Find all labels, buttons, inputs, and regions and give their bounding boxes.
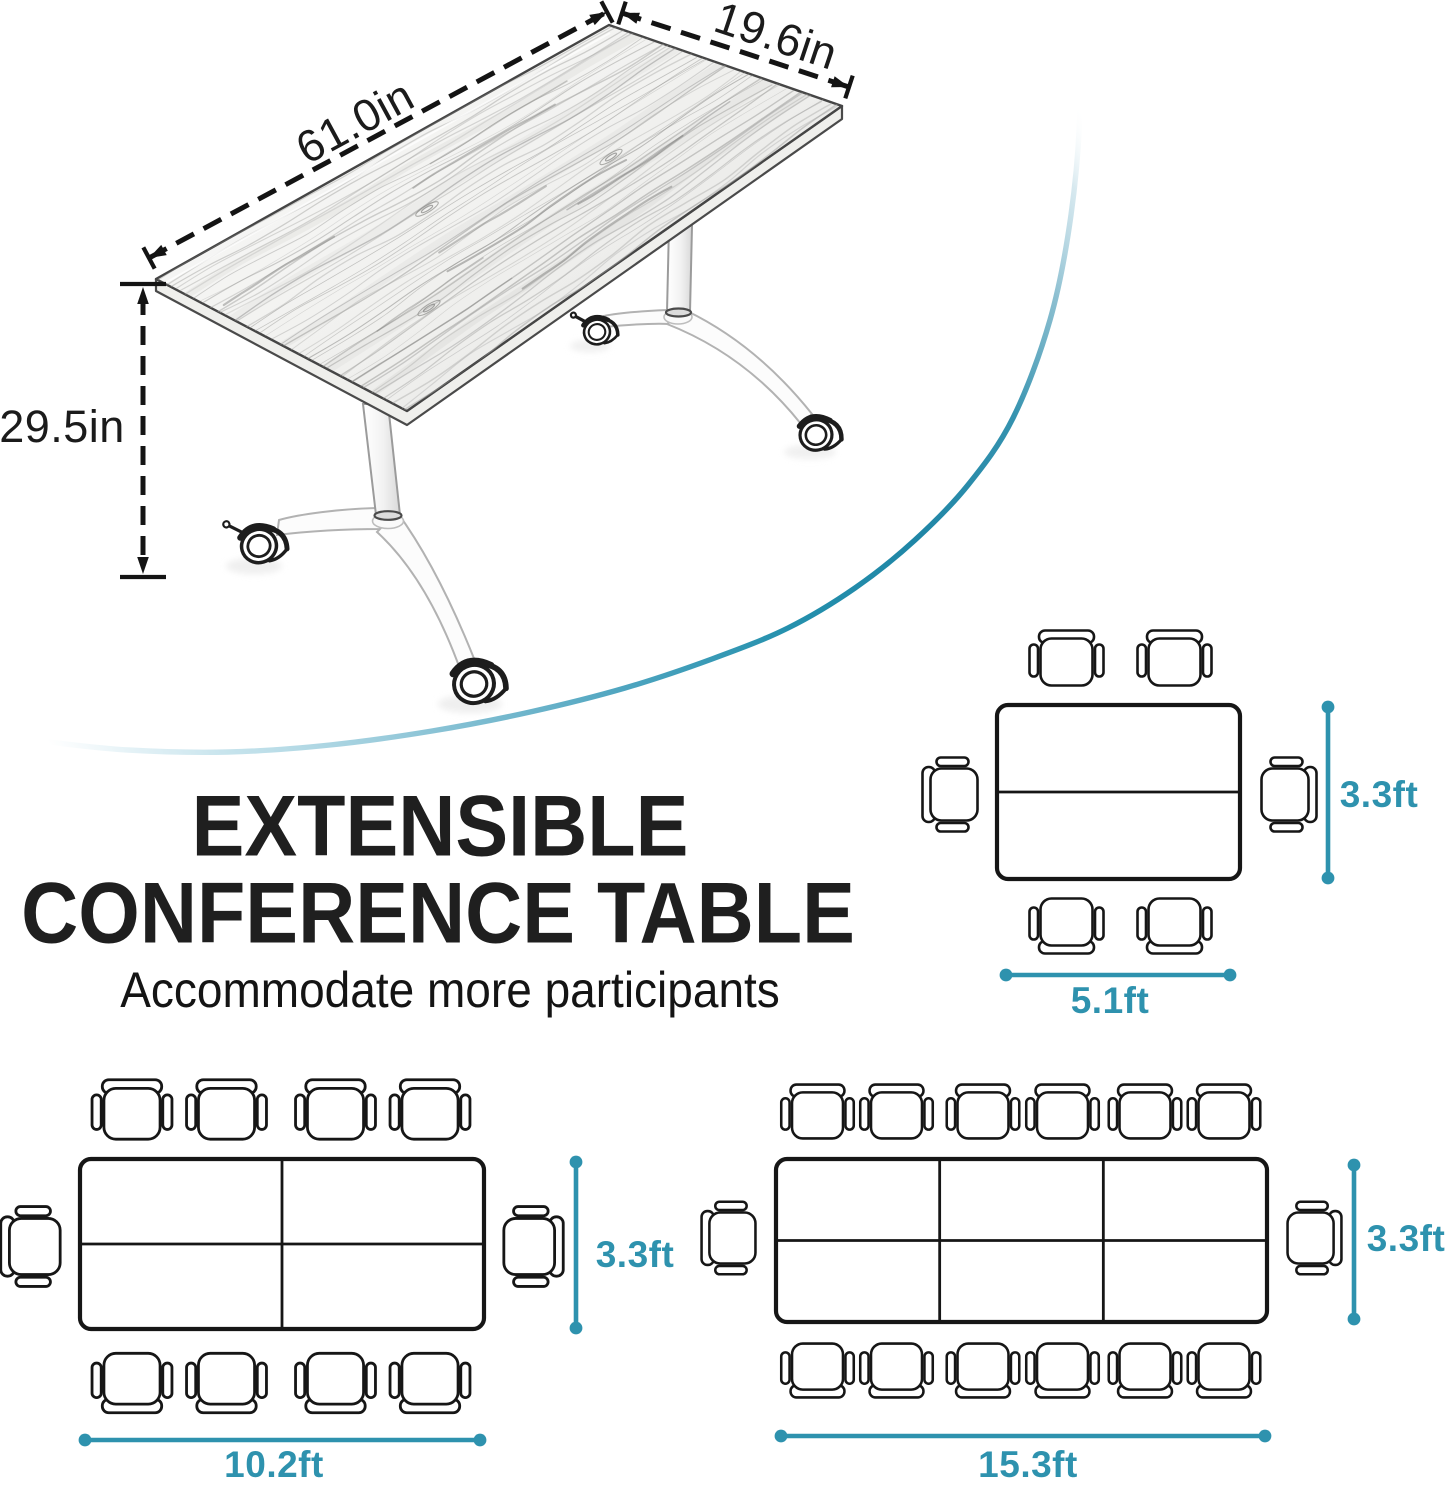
chair-top xyxy=(90,1078,174,1141)
layout-diagram-6-seats xyxy=(921,629,1335,982)
table-leg-far xyxy=(569,225,844,452)
chair-bottom xyxy=(1136,897,1213,955)
height-label: 29.5in xyxy=(0,401,125,452)
chair-top xyxy=(945,1083,1021,1140)
chair-top xyxy=(1136,629,1213,687)
table-leg-near xyxy=(222,403,509,706)
chair-bottom xyxy=(858,1342,935,1399)
chair-bottom xyxy=(1028,897,1105,955)
layout10-depth-label: 3.3ft xyxy=(595,1234,675,1275)
layout14-width-label: 15.3ft xyxy=(978,1444,1078,1485)
dim-line-length xyxy=(141,0,615,270)
chair-bottom xyxy=(185,1351,268,1415)
tabletop xyxy=(154,23,844,427)
chair-top xyxy=(858,1083,935,1140)
width-dim-line xyxy=(999,968,1237,982)
wood-grain xyxy=(157,26,840,411)
width-dim-line xyxy=(78,1433,487,1447)
chair-top xyxy=(779,1083,856,1140)
chair-right xyxy=(502,1205,565,1288)
chair-bottom xyxy=(294,1351,377,1415)
depth-dim-line xyxy=(1347,1158,1361,1326)
caster-wheel xyxy=(796,414,844,452)
layout6-width-label: 5.1ft xyxy=(1070,980,1150,1021)
layout6-depth-label: 3.3ft xyxy=(1339,774,1419,815)
chair-bottom xyxy=(90,1351,174,1415)
subtitle: Accommodate more participants xyxy=(120,962,780,1018)
layout-diagram-14-seats xyxy=(700,1083,1361,1443)
chair-bottom xyxy=(1107,1342,1183,1399)
layout10-width-label: 10.2ft xyxy=(224,1444,324,1485)
width-dim-line xyxy=(774,1429,1272,1443)
chair-right xyxy=(1286,1200,1343,1276)
layout-table-14 xyxy=(773,1156,1270,1325)
chair-top xyxy=(1107,1083,1183,1140)
caster-wheel xyxy=(222,520,290,565)
layout-diagram-10-seats xyxy=(0,1078,583,1447)
chair-bottom xyxy=(779,1342,856,1399)
depth-dim-line xyxy=(1321,700,1335,885)
chair-bottom xyxy=(1024,1342,1101,1399)
teal-arc xyxy=(45,0,1083,755)
chair-left xyxy=(700,1200,757,1276)
depth-dim-line xyxy=(569,1155,583,1335)
layout14-depth-label: 3.3ft xyxy=(1366,1218,1445,1259)
chair-bottom xyxy=(1186,1342,1262,1399)
dim-line-height xyxy=(120,281,166,580)
dim-line-depth xyxy=(616,0,855,100)
chair-top xyxy=(1024,1083,1101,1140)
chair-top xyxy=(185,1078,268,1141)
chair-top xyxy=(294,1078,377,1141)
chair-bottom xyxy=(388,1351,472,1415)
table-3d-illustration xyxy=(120,0,855,713)
chair-left xyxy=(0,1205,62,1288)
chair-top xyxy=(388,1078,472,1141)
caster-wheel xyxy=(449,657,509,706)
title-line2: CONFERENCE TABLE xyxy=(21,865,855,962)
chair-bottom xyxy=(945,1342,1021,1399)
caster-wheel xyxy=(569,311,620,346)
chair-left xyxy=(921,756,979,833)
chair-right xyxy=(1260,756,1318,833)
title-line1: EXTENSIBLE xyxy=(191,778,689,875)
chair-top xyxy=(1028,629,1105,687)
layout-table-6 xyxy=(994,702,1243,882)
layout-table-10 xyxy=(77,1156,487,1332)
chair-top xyxy=(1186,1083,1262,1140)
